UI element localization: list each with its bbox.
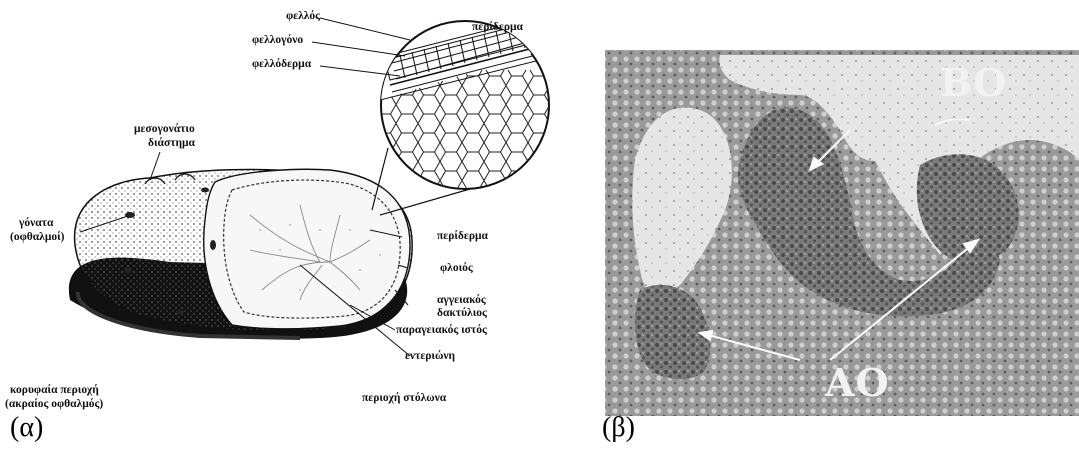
label-koryfaia-1: κορυφαία περιοχή [10,384,99,397]
label-aggeiakos-1: αγγειακός [437,294,486,307]
label-enterioni: εντεριώνη [405,350,455,363]
micrograph-panel: ΒΟ ΑΟ (β) [600,0,1079,450]
label-parageiakos: παραγειακός ιστός [396,324,487,337]
label-fellodermа: φελλόδερμα [252,58,311,71]
label-bo: ΒΟ [940,60,1007,105]
label-fellos: φελλός [286,10,320,23]
potato-tuber-diagram: φελλός περίδερμα φελλογόνο φελλόδερμα με… [0,0,560,450]
label-periderma-right: περίδερμα [437,230,488,243]
label-mesogonatio-1: μεσογονάτιο [134,123,195,136]
label-stolona: περιοχή στόλωνα [362,392,446,405]
label-koryfaia-2: (ακραίος οφθαλμός) [5,398,103,411]
label-gonata-1: γόνατα [19,217,53,230]
label-mesogonatio-2: διάστημα [148,137,195,150]
label-aggeiakos-2: δακτύλιος [437,307,487,320]
cut-face [204,169,410,329]
label-fellogono: φελλογόνο [252,34,303,47]
label-floios: φλοιός [440,262,473,275]
label-gonata-2: (οφθαλμοί) [10,231,65,244]
label-ao: ΑΟ [825,360,890,405]
label-periderma-top: περίδερμα [472,21,523,34]
panel-b-caption: (β) [602,412,635,444]
panel-a-caption: (α) [10,412,43,444]
